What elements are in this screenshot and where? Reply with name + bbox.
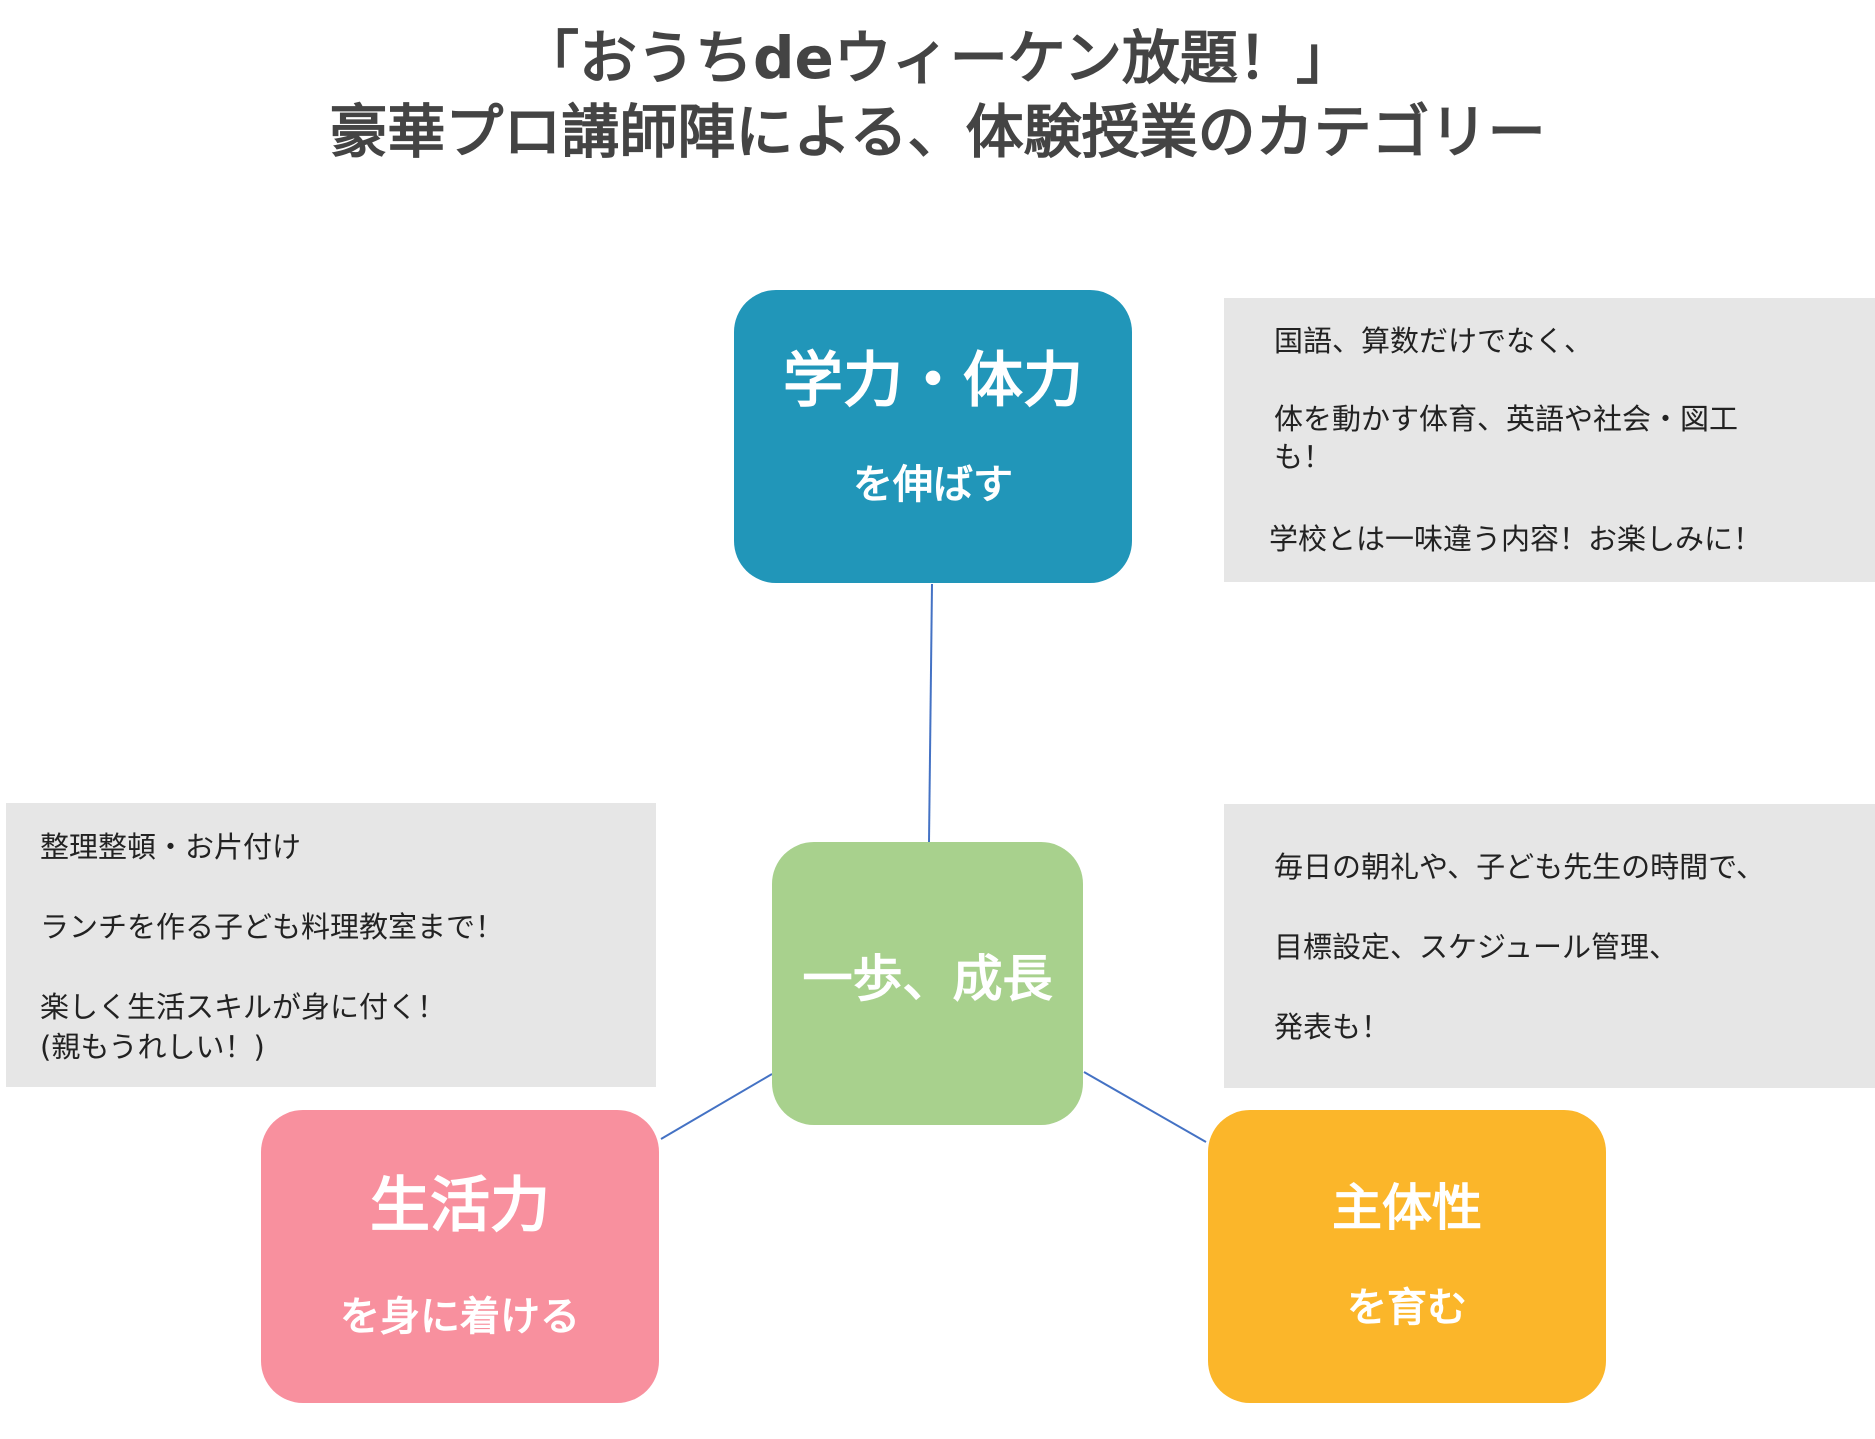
node-life-sub-label: を身に着ける — [340, 1294, 580, 1340]
note-academic-line: も！ — [1274, 440, 1333, 474]
note-life-line: ランチを作る子ども料理教室まで！ — [40, 910, 505, 944]
note-life-line: 楽しく生活スキルが身に付く！ — [40, 990, 447, 1024]
node-growth: 一歩、成長 — [772, 842, 1083, 1125]
node-life-skills: 生活力 を身に着ける — [261, 1110, 659, 1403]
node-autonomy-sub-label: を育む — [1347, 1285, 1467, 1331]
note-autonomy-line: 毎日の朝礼や、子ども先生の時間で、 — [1274, 850, 1765, 884]
note-academic-line: 体を動かす体育、英語や社会・図工 — [1274, 402, 1739, 436]
connector-growth-autonomy — [1083, 1071, 1207, 1143]
note-autonomy-line: 発表も！ — [1274, 1010, 1391, 1044]
title-line-2: 豪華プロ講師陣による、体験授業のカテゴリー — [329, 98, 1546, 166]
node-growth-main-label: 一歩、成長 — [802, 950, 1053, 1008]
connector-growth-academic — [928, 583, 933, 843]
connector-growth-life — [660, 1073, 773, 1140]
note-autonomy: 毎日の朝礼や、子ども先生の時間で、 目標設定、スケジュール管理、 発表も！ — [1224, 804, 1875, 1088]
note-academic: 国語、算数だけでなく、 体を動かす体育、英語や社会・図工 も！ 学校とは一味違う… — [1224, 298, 1875, 582]
note-academic-line: 国語、算数だけでなく、 — [1274, 324, 1594, 358]
node-autonomy-main-label: 主体性 — [1332, 1179, 1482, 1237]
note-academic-line: 学校とは一味違う内容！お楽しみに！ — [1269, 522, 1763, 556]
node-academic-physical: 学力・体力 を伸ばす — [734, 290, 1132, 583]
title-line-1: 「おうちdeウィーケン放題！」 — [520, 24, 1355, 92]
node-academic-sub-label: を伸ばす — [853, 462, 1013, 508]
note-autonomy-line: 目標設定、スケジュール管理、 — [1274, 930, 1678, 964]
node-life-main-label: 生活力 — [370, 1171, 550, 1241]
note-life-line: 整理整頓・お片付け — [40, 830, 302, 864]
note-life-line: (親もうれしい！) — [40, 1030, 265, 1064]
node-academic-main-label: 学力・体力 — [783, 346, 1083, 416]
note-life: 整理整頓・お片付け ランチを作る子ども料理教室まで！ 楽しく生活スキルが身に付く… — [6, 803, 656, 1087]
node-autonomy: 主体性 を育む — [1208, 1110, 1606, 1403]
